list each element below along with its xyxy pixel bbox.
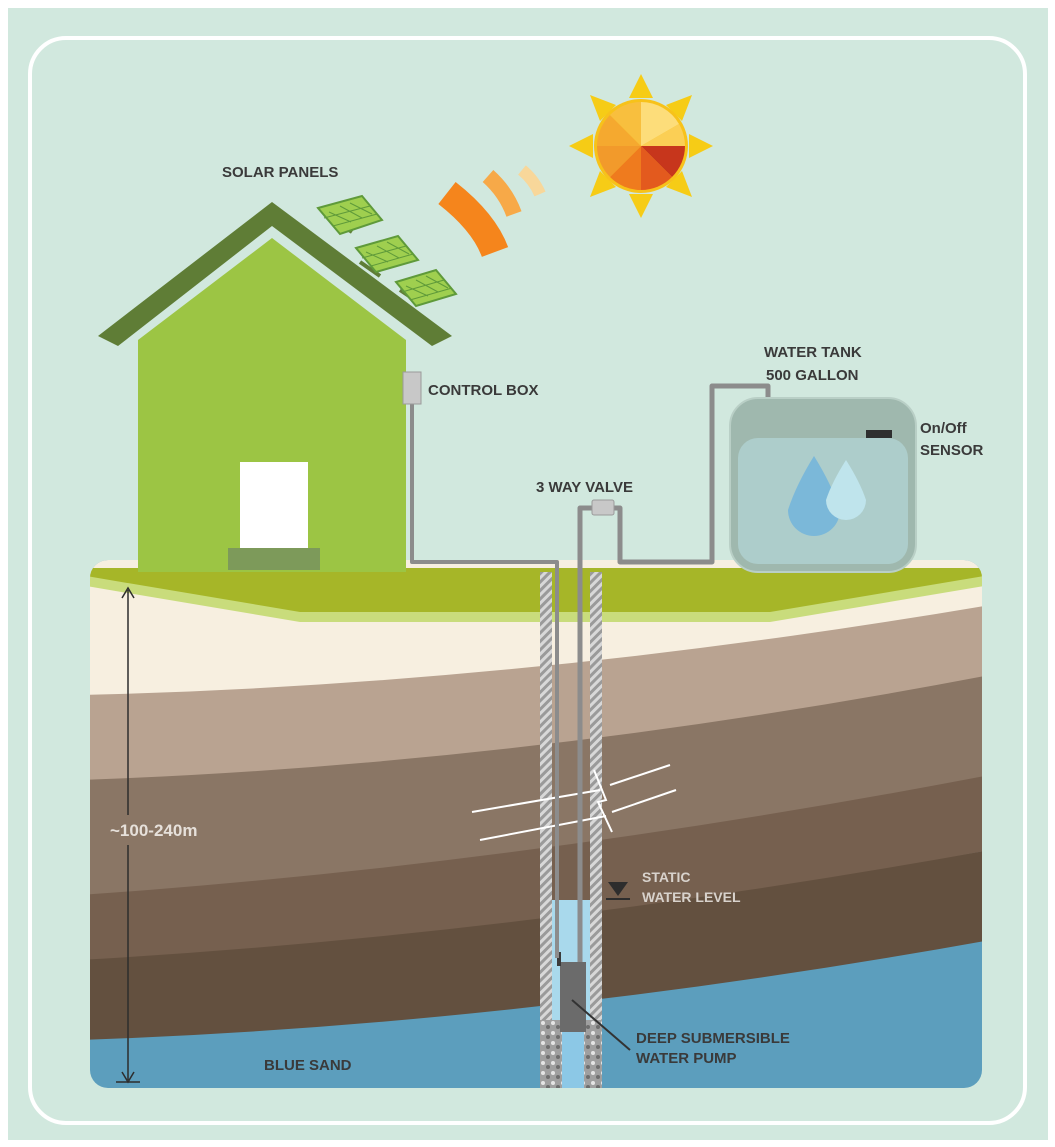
- frame: [28, 36, 1027, 1125]
- pump-pointer: [571, 999, 631, 1051]
- depth-indicator: [116, 586, 140, 1084]
- ground-cross-section: [90, 560, 982, 1088]
- soil-layer-darker: [90, 850, 982, 1040]
- pump-cable: [557, 952, 561, 966]
- wave-small: [518, 165, 546, 197]
- water-tank-icon: [729, 397, 917, 573]
- house-step: [228, 548, 320, 570]
- sun-icon: [569, 74, 713, 218]
- solar-panel-icon: [316, 194, 384, 236]
- on-off-sensor: [866, 430, 892, 438]
- soil-layer-tan: [90, 600, 982, 780]
- well-casing-left: [540, 572, 552, 1020]
- water-drop-icon: [788, 456, 840, 536]
- solar-panel-icon: [354, 234, 420, 278]
- label-static-level-2: WATER LEVEL: [642, 889, 741, 905]
- label-pump: DEEP SUBMERSIBLE: [636, 1030, 790, 1047]
- label-sensor: On/Off: [920, 420, 968, 437]
- house-door: [240, 462, 308, 550]
- gravel-pack-left: [540, 1020, 562, 1088]
- grass: [90, 568, 982, 612]
- label-blue-sand: BLUE SAND: [264, 1057, 352, 1074]
- wave-medium: [482, 170, 522, 217]
- label-depth: ~100-240m: [110, 821, 197, 840]
- pump-icon: [560, 962, 586, 1032]
- label-valve: 3 WAY VALVE: [536, 479, 633, 496]
- label-water-tank: WATER TANK: [764, 344, 862, 361]
- control-cable: [410, 402, 559, 958]
- well-casing-right: [590, 572, 602, 1020]
- break-marks: [471, 764, 677, 841]
- three-way-valve: [591, 499, 615, 516]
- label-static-level: STATIC: [642, 869, 690, 885]
- house-roof: [98, 202, 452, 346]
- label-water-tank-capacity: 500 GALLON: [766, 367, 859, 384]
- water-level-icon: [606, 882, 630, 900]
- label-pump-2: WATER PUMP: [636, 1050, 737, 1067]
- label-solar-panels: SOLAR PANELS: [222, 164, 338, 181]
- gravel-pack-right: [584, 1020, 602, 1088]
- label-control-box: CONTROL BOX: [428, 382, 539, 399]
- house-icon: [98, 202, 452, 572]
- soil-layer-brown: [90, 670, 982, 895]
- control-box: [402, 371, 422, 405]
- water-drop-icon: [826, 460, 866, 520]
- solar-panel-icon: [394, 268, 458, 308]
- tank-feed-pipe: [612, 383, 771, 565]
- sun-waves: [438, 165, 546, 258]
- label-sensor-2: SENSOR: [920, 442, 984, 459]
- house-walls: [138, 238, 406, 572]
- soil-layer-dark: [90, 770, 982, 960]
- well-water-bottom: [562, 1030, 584, 1088]
- wave-large: [438, 181, 509, 258]
- solar-panels: [316, 194, 458, 308]
